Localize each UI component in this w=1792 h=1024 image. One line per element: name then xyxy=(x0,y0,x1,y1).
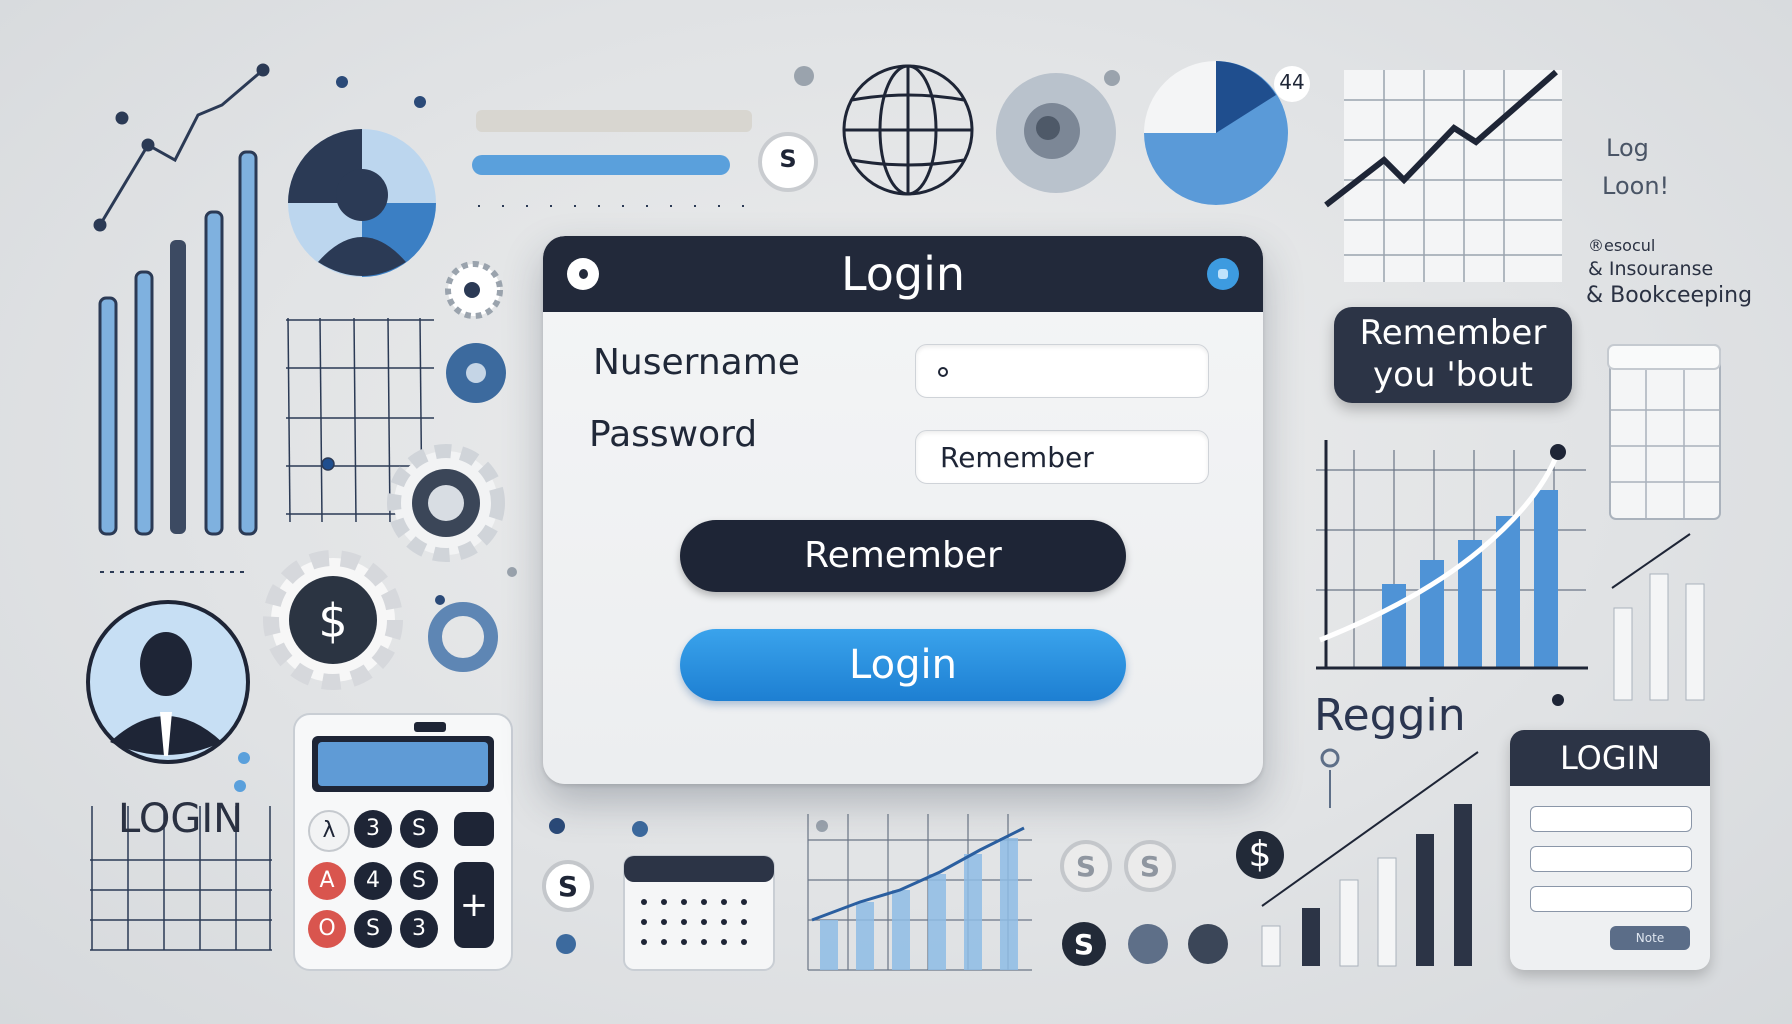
login-text-left: LOGIN xyxy=(118,796,244,842)
login-header xyxy=(543,236,1263,312)
reggin-text: Reggin xyxy=(1314,690,1466,741)
dollar-coin-icon xyxy=(758,132,818,192)
calc-key: λ xyxy=(308,810,350,852)
bar-chart-icon xyxy=(98,150,258,536)
calc-key-plus: + xyxy=(454,862,494,948)
mini-bars-icon xyxy=(1611,533,1705,701)
remember-pill: Remember you 'bout xyxy=(1334,307,1572,403)
gear-dollar-icon xyxy=(263,550,403,690)
bottom-bar-chart-icon xyxy=(1261,751,1479,967)
line-chart-icon xyxy=(93,63,270,232)
coin-label: S xyxy=(1073,928,1095,961)
ring-outline-icon xyxy=(428,602,498,672)
gear-icon xyxy=(387,444,505,562)
mini-login-title: LOGIN xyxy=(1510,730,1710,786)
gear-dollar-label: $ xyxy=(318,594,348,648)
calc-key: A xyxy=(308,862,346,900)
password-label: Password xyxy=(589,414,758,455)
mini-login-field xyxy=(1530,846,1692,872)
mini-login-field xyxy=(1530,806,1692,832)
calc-key: 3 xyxy=(400,910,438,948)
password-input[interactable]: Remember xyxy=(915,430,1209,484)
calendar-icon xyxy=(623,855,775,971)
calc-key: S xyxy=(354,910,392,948)
mini-login-field xyxy=(1530,886,1692,912)
pill-text: you 'bout xyxy=(1373,355,1533,395)
calc-key: O xyxy=(308,910,346,948)
user-avatar-icon xyxy=(86,600,250,764)
pie-badge: 44 xyxy=(1279,70,1305,94)
window-menu-icon[interactable] xyxy=(567,258,599,290)
log-text: Log xyxy=(1606,134,1649,162)
coin-label: S xyxy=(779,145,797,173)
login-button[interactable]: Login xyxy=(680,629,1126,701)
calc-key: 4 xyxy=(354,862,392,900)
pie-chart-icon xyxy=(1144,61,1310,205)
calculator-keypad: λ 3 S A 4 S + O S 3 xyxy=(308,810,498,960)
coin-label: S xyxy=(1075,850,1097,883)
progress-strip-icon xyxy=(472,110,752,207)
user-pie-icon xyxy=(288,129,436,277)
grid-icon xyxy=(286,317,434,523)
trend-chart-icon xyxy=(1324,69,1562,282)
cursor-icon xyxy=(938,367,948,377)
calc-key: 3 xyxy=(354,810,392,848)
growth-chart-icon xyxy=(1316,440,1588,670)
window-close-icon[interactable] xyxy=(1207,258,1239,290)
tagline-text: ®esocul xyxy=(1588,236,1656,255)
remember-button[interactable]: Remember xyxy=(680,520,1126,592)
log-text: Loon! xyxy=(1602,172,1670,200)
spreadsheet-icon xyxy=(1607,344,1721,520)
calc-key-minus xyxy=(454,812,494,846)
ring-icon xyxy=(446,343,506,403)
username-label: Nusername xyxy=(593,342,800,383)
small-dot xyxy=(1552,694,1564,706)
pill-text: Remember xyxy=(1359,313,1547,353)
table-grid-icon xyxy=(90,806,272,951)
mini-login-card: LOGIN Note xyxy=(1510,730,1710,970)
coin-label: S xyxy=(557,870,579,903)
calc-key: S xyxy=(400,862,438,900)
calc-key: S xyxy=(400,810,438,848)
area-chart-icon xyxy=(807,814,1032,971)
globe-icon xyxy=(842,64,974,196)
small-gear-icon xyxy=(445,261,503,319)
coin-label: $ xyxy=(1248,834,1272,875)
username-input[interactable] xyxy=(915,344,1209,398)
login-title: Login xyxy=(840,247,966,301)
coins-icon xyxy=(542,831,1284,966)
dial-icon xyxy=(996,73,1116,193)
tagline-text: & Bookceeping xyxy=(1586,283,1753,308)
mini-login-button: Note xyxy=(1610,926,1690,950)
coin-label: S xyxy=(1139,850,1161,883)
tagline-text: & Insouranse xyxy=(1588,258,1714,280)
login-window: Login Nusername Password Remember Rememb… xyxy=(543,236,1263,784)
